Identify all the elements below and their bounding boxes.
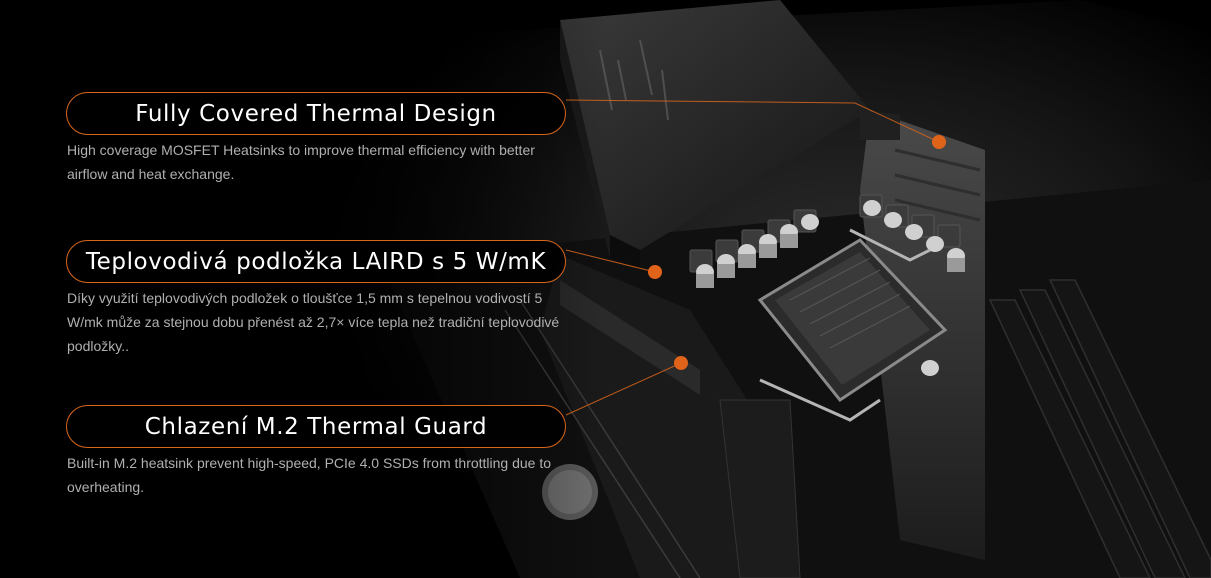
feature-m2-thermal-guard: Chlazení M.2 Thermal Guard Built-in M.2 … [66, 405, 566, 499]
feature-description: Built-in M.2 heatsink prevent high-speed… [67, 455, 552, 495]
feature-title: Fully Covered Thermal Design [66, 92, 566, 135]
feature-thermal-design: Fully Covered Thermal Design High covera… [66, 92, 566, 186]
feature-description: High coverage MOSFET Heatsinks to improv… [67, 142, 535, 182]
feature-title: Teplovodivá podložka LAIRD s 5 W/mK [66, 240, 566, 283]
feature-title: Chlazení M.2 Thermal Guard [66, 405, 566, 448]
feature-laird-pad: Teplovodivá podložka LAIRD s 5 W/mK Díky… [66, 240, 566, 358]
feature-description: Díky využití teplovodivých podložek o tl… [67, 290, 560, 354]
